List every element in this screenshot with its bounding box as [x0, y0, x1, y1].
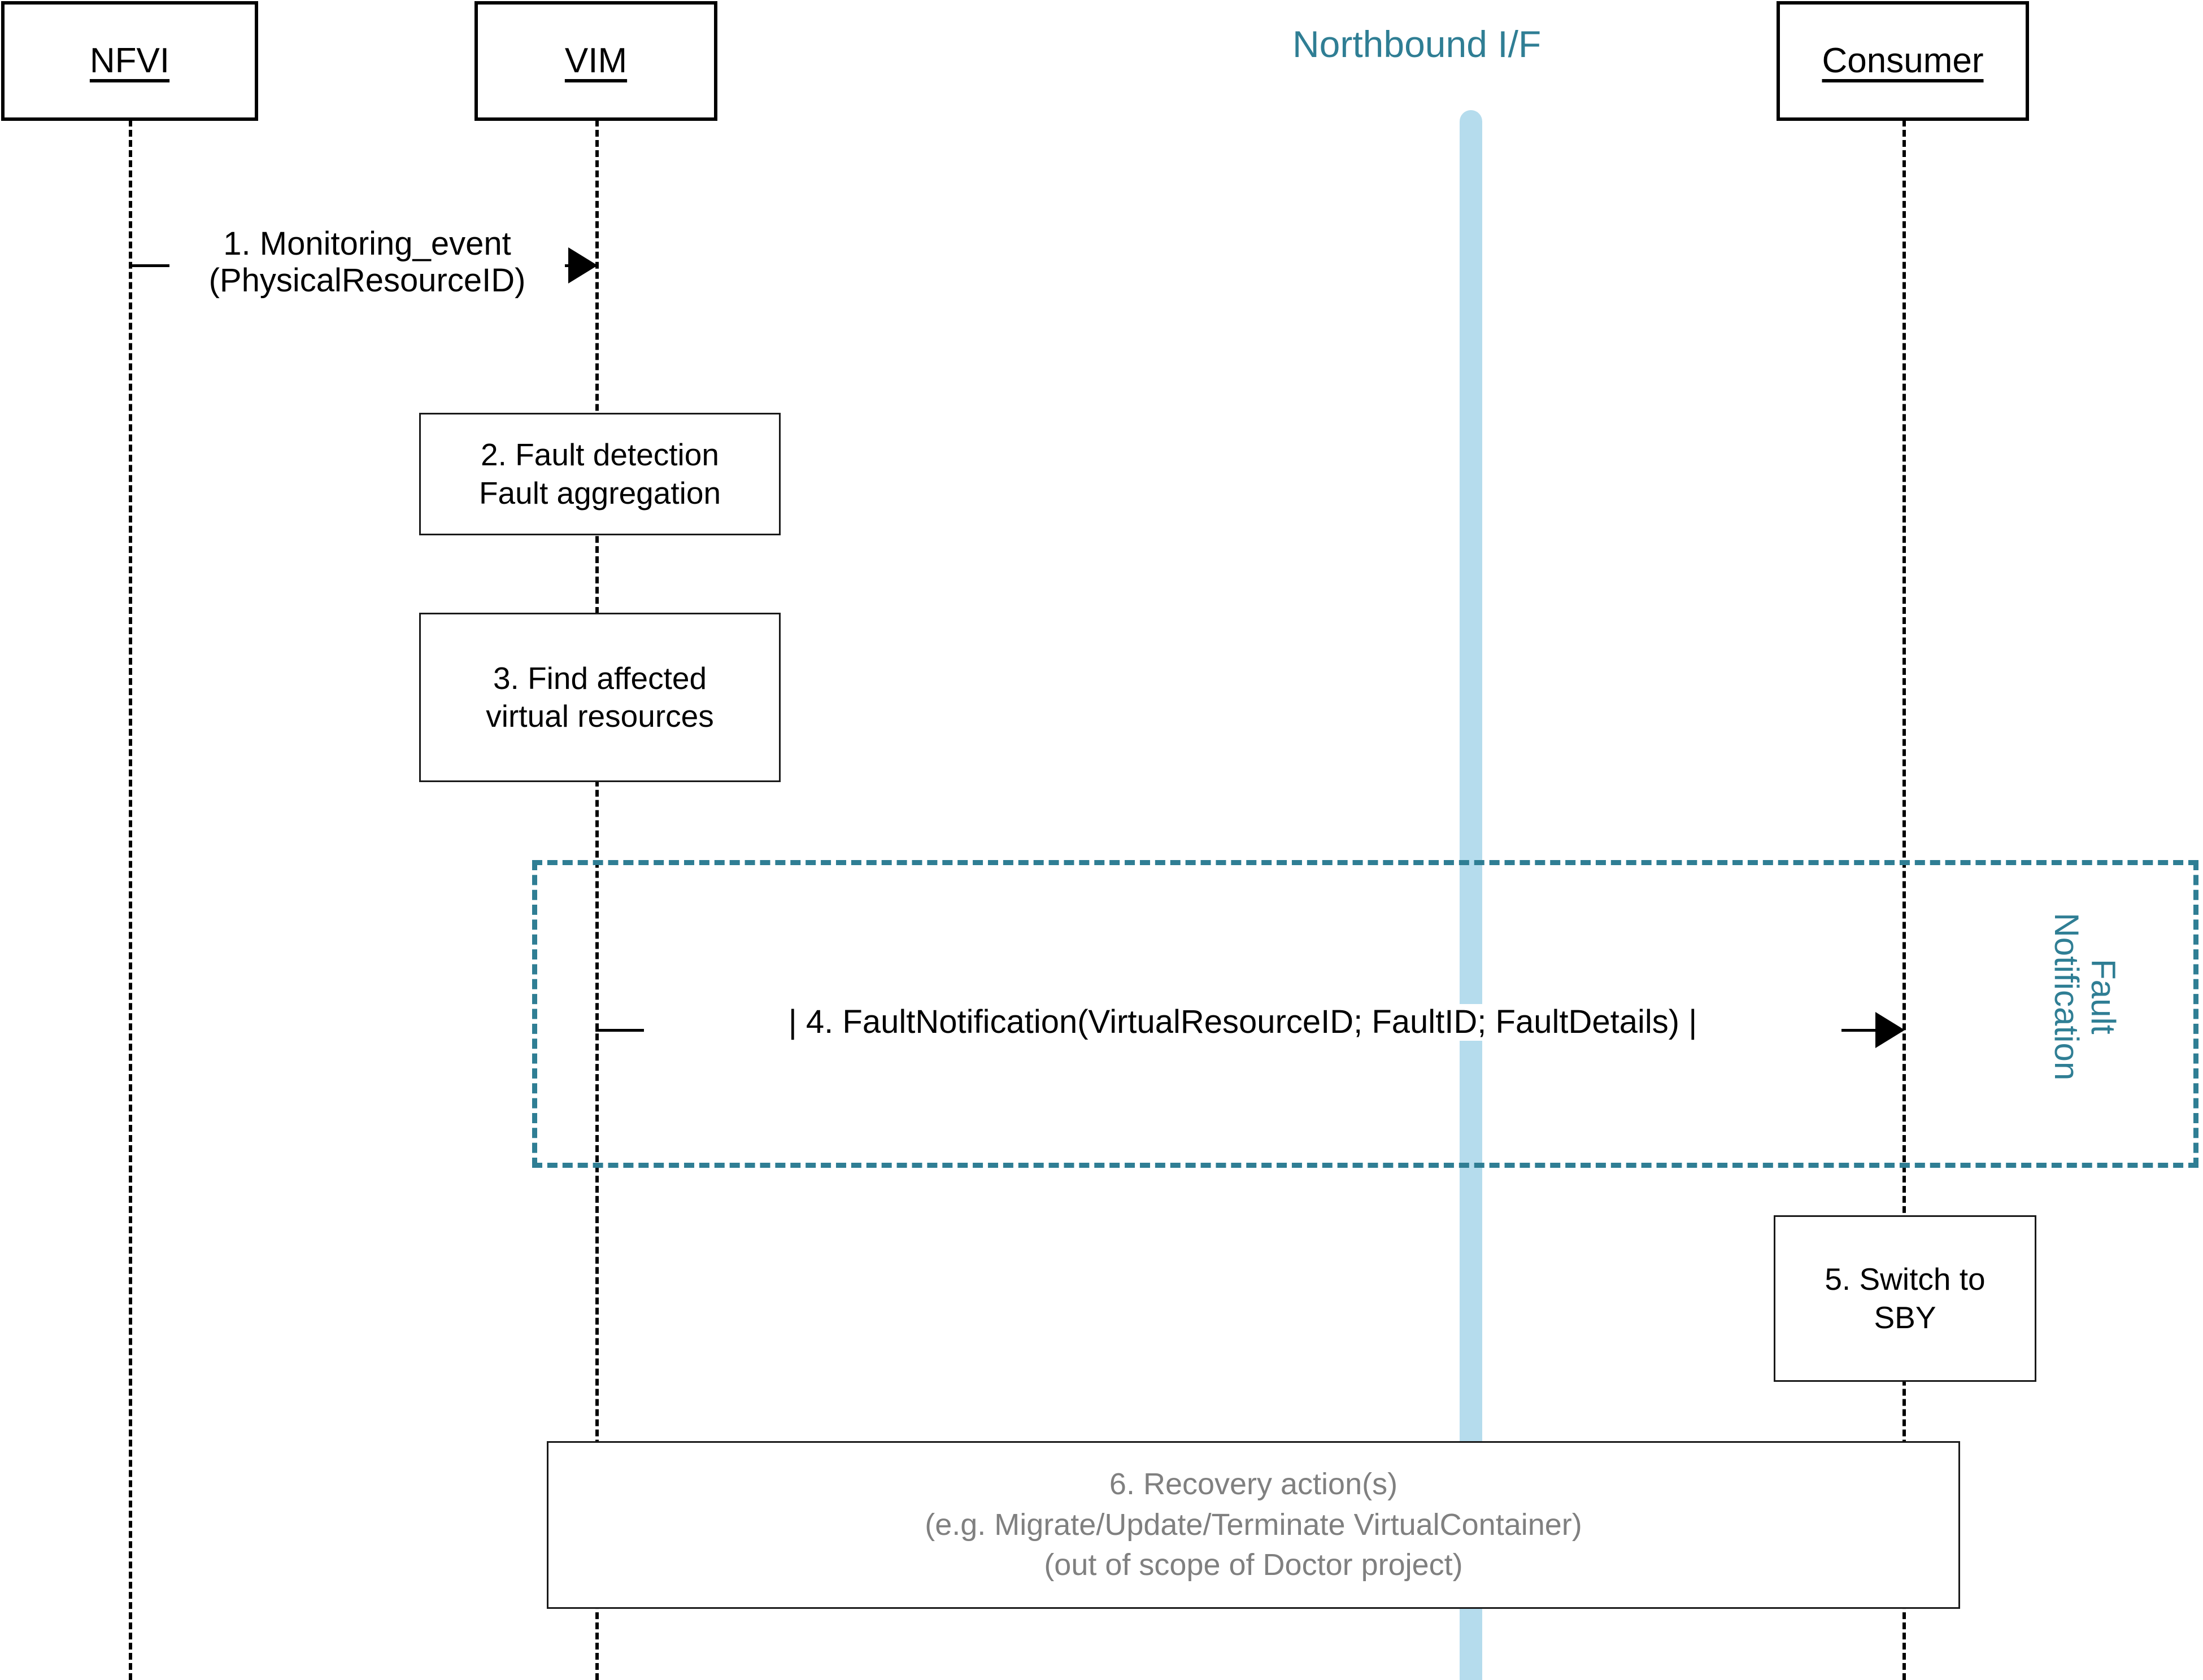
northbound-interface-band: [1460, 110, 1482, 1680]
message-1-label-line1: 1. Monitoring_event: [169, 225, 565, 263]
participant-box-nfvi[interactable]: NFVI: [1, 1, 258, 121]
action-box-find-affected-resources-line1: 3. Find affected: [493, 660, 707, 696]
northbound-interface-label: Northbound I/F: [1292, 23, 1542, 65]
participant-label-nfvi: NFVI: [89, 41, 170, 80]
action-box-find-affected-resources-line2: virtual resources: [486, 699, 714, 734]
message-4-label: | 4. FaultNotification(VirtualResourceID…: [644, 1003, 1841, 1041]
action-box-fault-detection-line2: Fault aggregation: [478, 475, 721, 510]
fault-notification-fragment-label-line1: Fault: [2084, 959, 2122, 1035]
lifeline-nfvi: [129, 120, 132, 1680]
participant-label-consumer: Consumer: [1822, 41, 1984, 80]
action-box-switch-to-sby[interactable]: 5. Switch to SBY: [1774, 1215, 2036, 1382]
message-1-label-line2: (PhysicalResourceID): [169, 262, 565, 299]
lifeline-vim: [595, 120, 599, 1680]
action-box-fault-detection[interactable]: 2. Fault detection Fault aggregation: [419, 413, 781, 535]
recovery-action-note-line2: (e.g. Migrate/Update/Terminate VirtualCo…: [925, 1507, 1582, 1542]
action-box-switch-to-sby-line2: SBY: [1874, 1299, 1936, 1335]
message-1-label: 1. Monitoring_event (PhysicalResourceID): [169, 225, 565, 299]
fault-notification-fragment[interactable]: [532, 860, 2198, 1168]
participant-label-vim: VIM: [564, 41, 628, 80]
fault-notification-fragment-label: Fault Notification: [2048, 878, 2122, 1115]
action-box-switch-to-sby-line1: 5. Switch to: [1825, 1262, 1986, 1297]
message-4-arrowhead-icon: [1875, 1012, 1905, 1048]
fault-notification-fragment-label-line2: Notification: [2048, 913, 2086, 1081]
action-box-find-affected-resources[interactable]: 3. Find affected virtual resources: [419, 613, 781, 782]
recovery-action-note-line1: 6. Recovery action(s): [1109, 1467, 1398, 1501]
participant-box-consumer[interactable]: Consumer: [1777, 1, 2029, 121]
recovery-action-note-line3: (out of scope of Doctor project): [1044, 1548, 1463, 1582]
recovery-action-note[interactable]: 6. Recovery action(s) (e.g. Migrate/Upda…: [547, 1441, 1960, 1609]
action-box-fault-detection-line1: 2. Fault detection: [481, 437, 719, 473]
message-4-label-text: | 4. FaultNotification(VirtualResourceID…: [644, 1003, 1841, 1041]
lifeline-consumer: [1902, 120, 1906, 1680]
participant-box-vim[interactable]: VIM: [474, 1, 717, 121]
message-1-arrowhead-icon: [568, 247, 598, 283]
